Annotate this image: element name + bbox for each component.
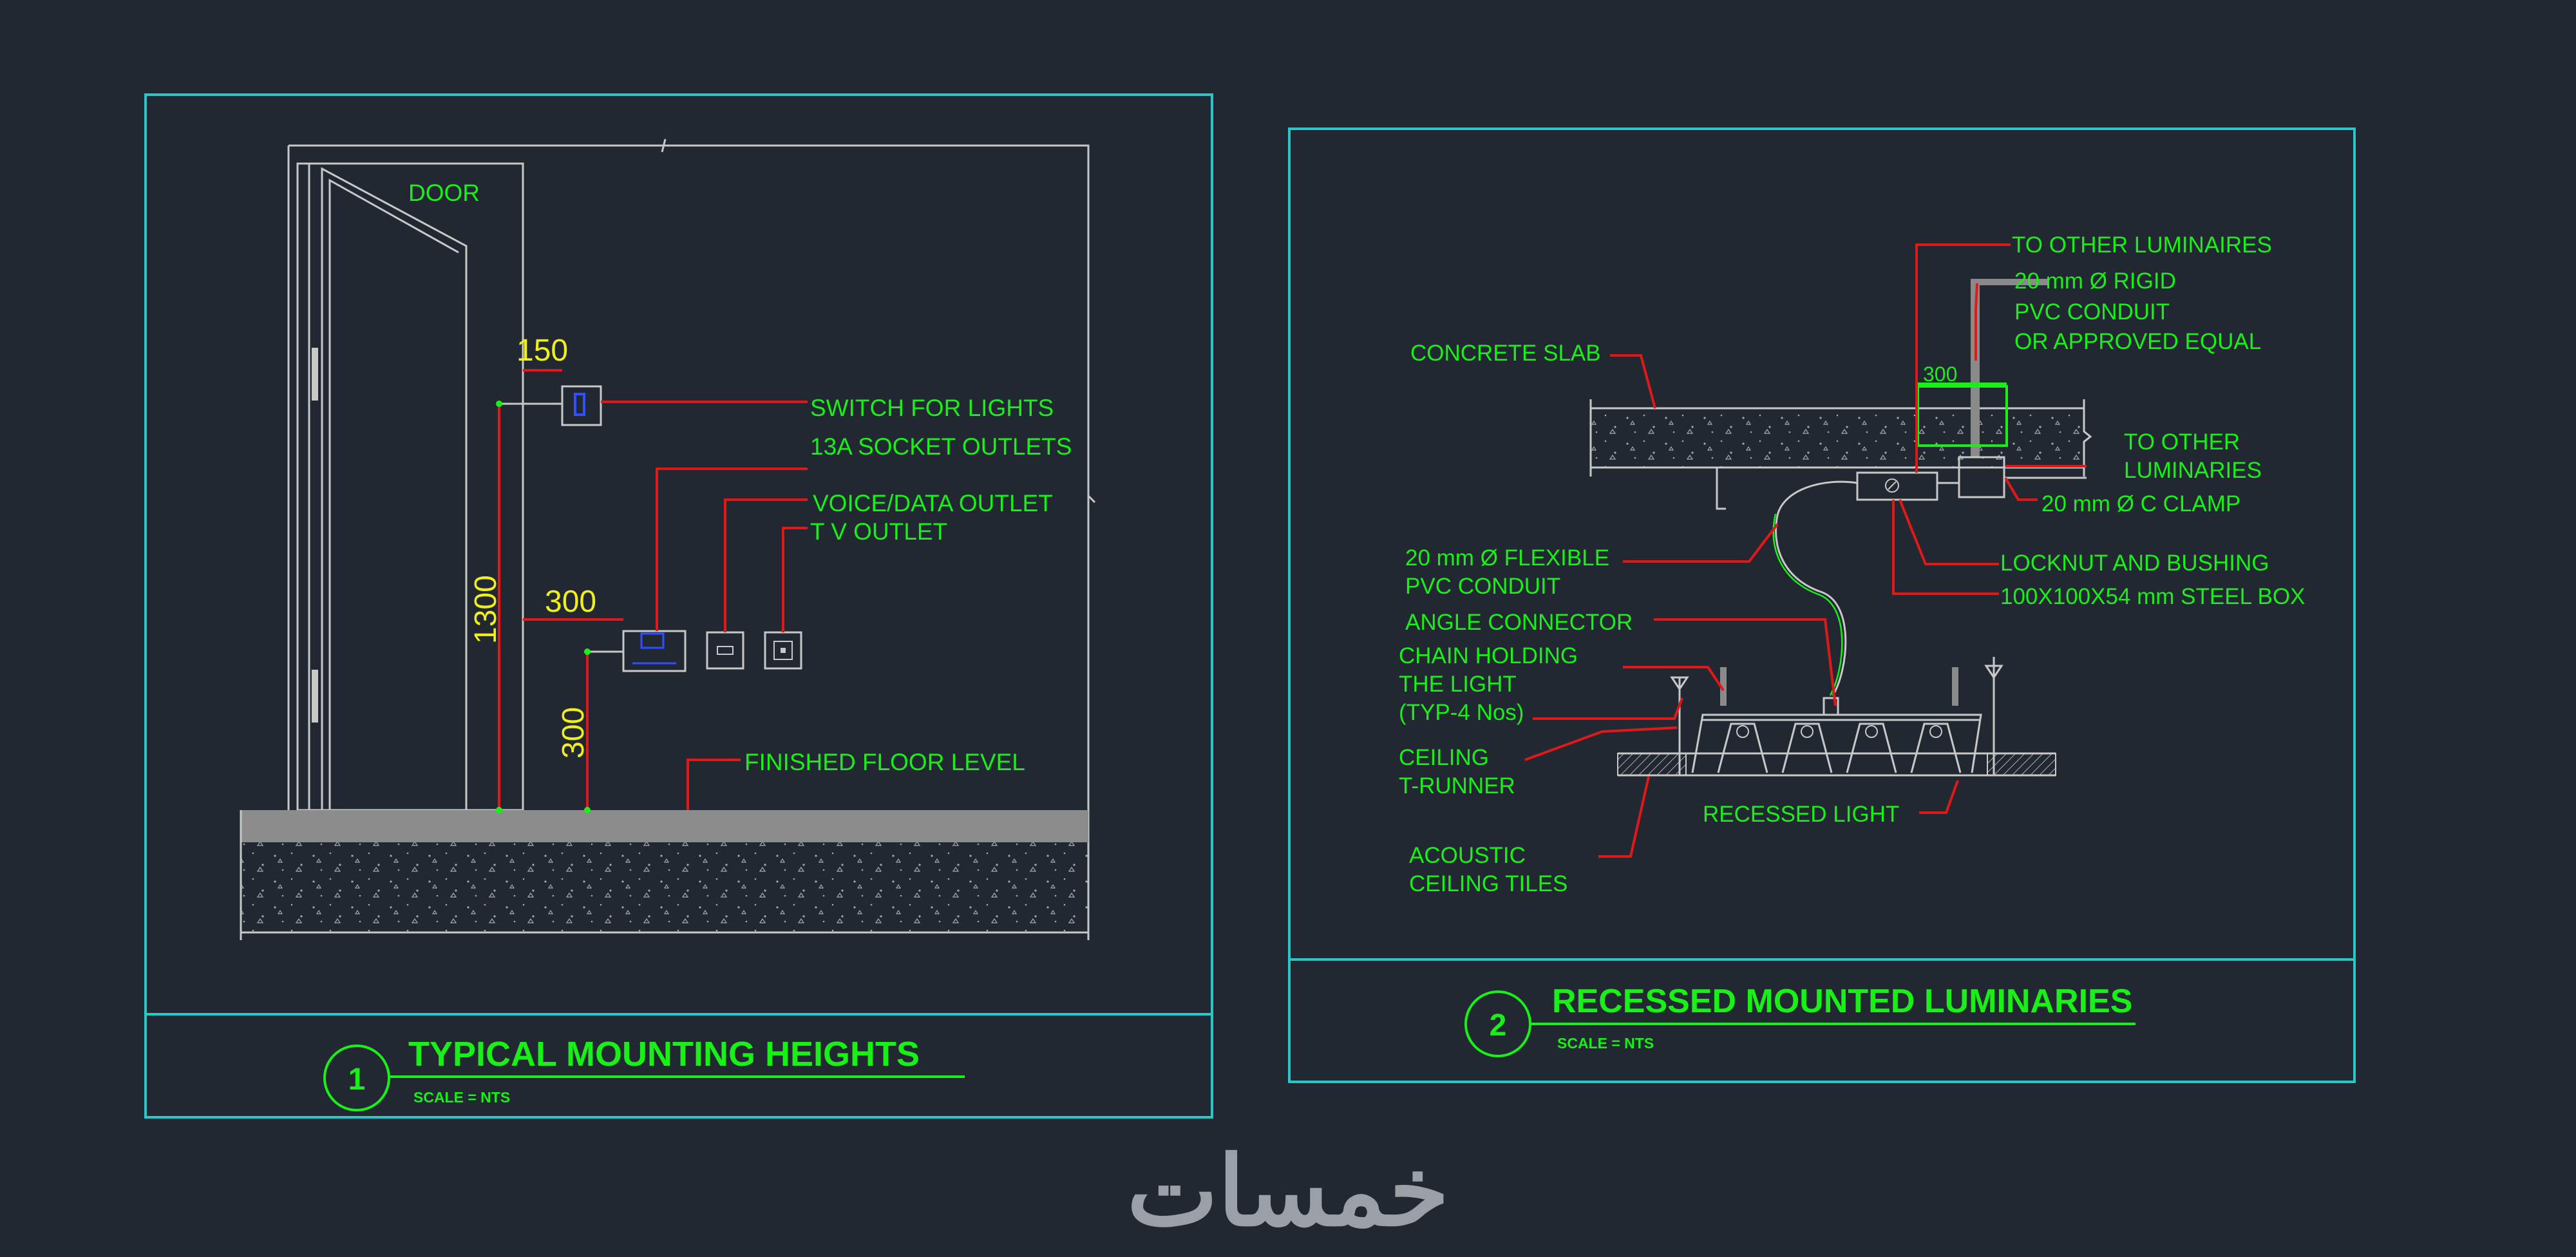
- label-acoustic-1: ACOUSTIC: [1409, 843, 1526, 868]
- label-angle-connector: ANGLE CONNECTOR: [1405, 610, 1633, 635]
- label-finished-floor: FINISHED FLOOR LEVEL: [744, 749, 1025, 775]
- watermark-logo: خمسات: [1127, 1137, 1449, 1245]
- dim-1300: 1300: [469, 575, 503, 644]
- panel1-labels: SWITCH FOR LIGHTS 13A SOCKET OUTLETS VOI…: [744, 395, 1072, 775]
- panel1-frame: [144, 93, 1213, 1119]
- label-chain-3: (TYP-4 Nos): [1399, 700, 1524, 725]
- panel2-dim-300: 300: [1923, 363, 1957, 386]
- label-ceiling-2: T-RUNNER: [1399, 773, 1515, 799]
- panel2-labels: TO OTHER LUMINAIRES 20 mm Ø RIGID PVC CO…: [1399, 232, 2305, 896]
- dim-150: 150: [516, 334, 568, 368]
- label-chain-2: THE LIGHT: [1399, 672, 1517, 697]
- panel1-title: TYPICAL MOUNTING HEIGHTS: [408, 1035, 920, 1073]
- label-tv: T V OUTLET: [810, 518, 947, 545]
- label-to-other-luminaires: TO OTHER LUMINAIRES: [2012, 232, 2272, 258]
- label-switch: SWITCH FOR LIGHTS: [810, 395, 1054, 421]
- label-locknut: LOCKNUT AND BUSHING: [2000, 551, 2269, 576]
- panel1-scale: SCALE = NTS: [413, 1089, 510, 1106]
- panel2-dimension: 300: [1918, 363, 2007, 386]
- panel1-title-block: 1 TYPICAL MOUNTING HEIGHTS SCALE = NTS: [323, 1035, 965, 1111]
- label-c-clamp: 20 mm Ø C CLAMP: [2041, 491, 2240, 516]
- label-concrete-slab: CONCRETE SLAB: [1410, 341, 1601, 366]
- label-to-other-2b: LUMINARIES: [2124, 458, 2262, 483]
- panel2-leaders: [1524, 243, 2087, 858]
- panel1-number: 1: [348, 1063, 366, 1097]
- dim-300-horizontal: 300: [545, 585, 596, 619]
- tv-outlet-symbol: [764, 631, 802, 670]
- label-acoustic-2: CEILING TILES: [1409, 871, 1567, 896]
- wall-elevation: [287, 138, 1096, 940]
- socket-outlet-symbol: [622, 630, 687, 672]
- label-rigid-2: PVC CONDUIT: [2014, 299, 2170, 325]
- panel2-scale: SCALE = NTS: [1557, 1035, 1654, 1052]
- voice-data-outlet-symbol: [706, 631, 744, 670]
- door-label: DOOR: [408, 180, 480, 206]
- concrete-slab-section: [1589, 399, 2092, 510]
- label-voice-data: VOICE/DATA OUTLET: [813, 490, 1053, 516]
- ceiling-and-recessed-light: [1617, 657, 2056, 777]
- label-ceiling-1: CEILING: [1399, 745, 1489, 770]
- floor-slab: [240, 810, 1088, 940]
- dim-300-vertical: 300: [556, 707, 591, 759]
- label-to-other-2a: TO OTHER: [2124, 430, 2240, 455]
- panel2-title: RECESSED MOUNTED LUMINARIES: [1552, 983, 2132, 1020]
- door-drawing: DOOR: [296, 162, 524, 811]
- panel2-title-block: 2 RECESSED MOUNTED LUMINARIES SCALE = NT…: [1464, 983, 2136, 1057]
- label-rigid-3: OR APPROVED EQUAL: [2014, 329, 2261, 354]
- dimension-lines: 150 300 1300 300: [469, 334, 623, 813]
- label-recessed-light: RECESSED LIGHT: [1703, 802, 1899, 827]
- panel2-frame: [1288, 128, 2356, 1083]
- label-chain-1: CHAIN HOLDING: [1399, 643, 1578, 668]
- label-steel-box: 100X100X54 mm STEEL BOX: [2000, 584, 2305, 609]
- panel2-number: 2: [1490, 1008, 1507, 1043]
- panel1-leaders: [601, 401, 808, 810]
- label-rigid-1: 20 mm Ø RIGID: [2014, 269, 2176, 294]
- label-socket: 13A SOCKET OUTLETS: [810, 433, 1072, 460]
- lamp-reflectors: [1717, 723, 1962, 773]
- panel-typical-mounting-heights: DOOR: [144, 93, 1213, 1119]
- label-flexible-2: PVC CONDUIT: [1405, 574, 1560, 599]
- label-flexible-1: 20 mm Ø FLEXIBLE: [1405, 545, 1609, 571]
- panel-recessed-mounted-luminaries: 300 TO OTHER LUMINAIRES 20 mm Ø RIGID PV…: [1288, 128, 2356, 1083]
- light-switch-symbol: [561, 385, 602, 426]
